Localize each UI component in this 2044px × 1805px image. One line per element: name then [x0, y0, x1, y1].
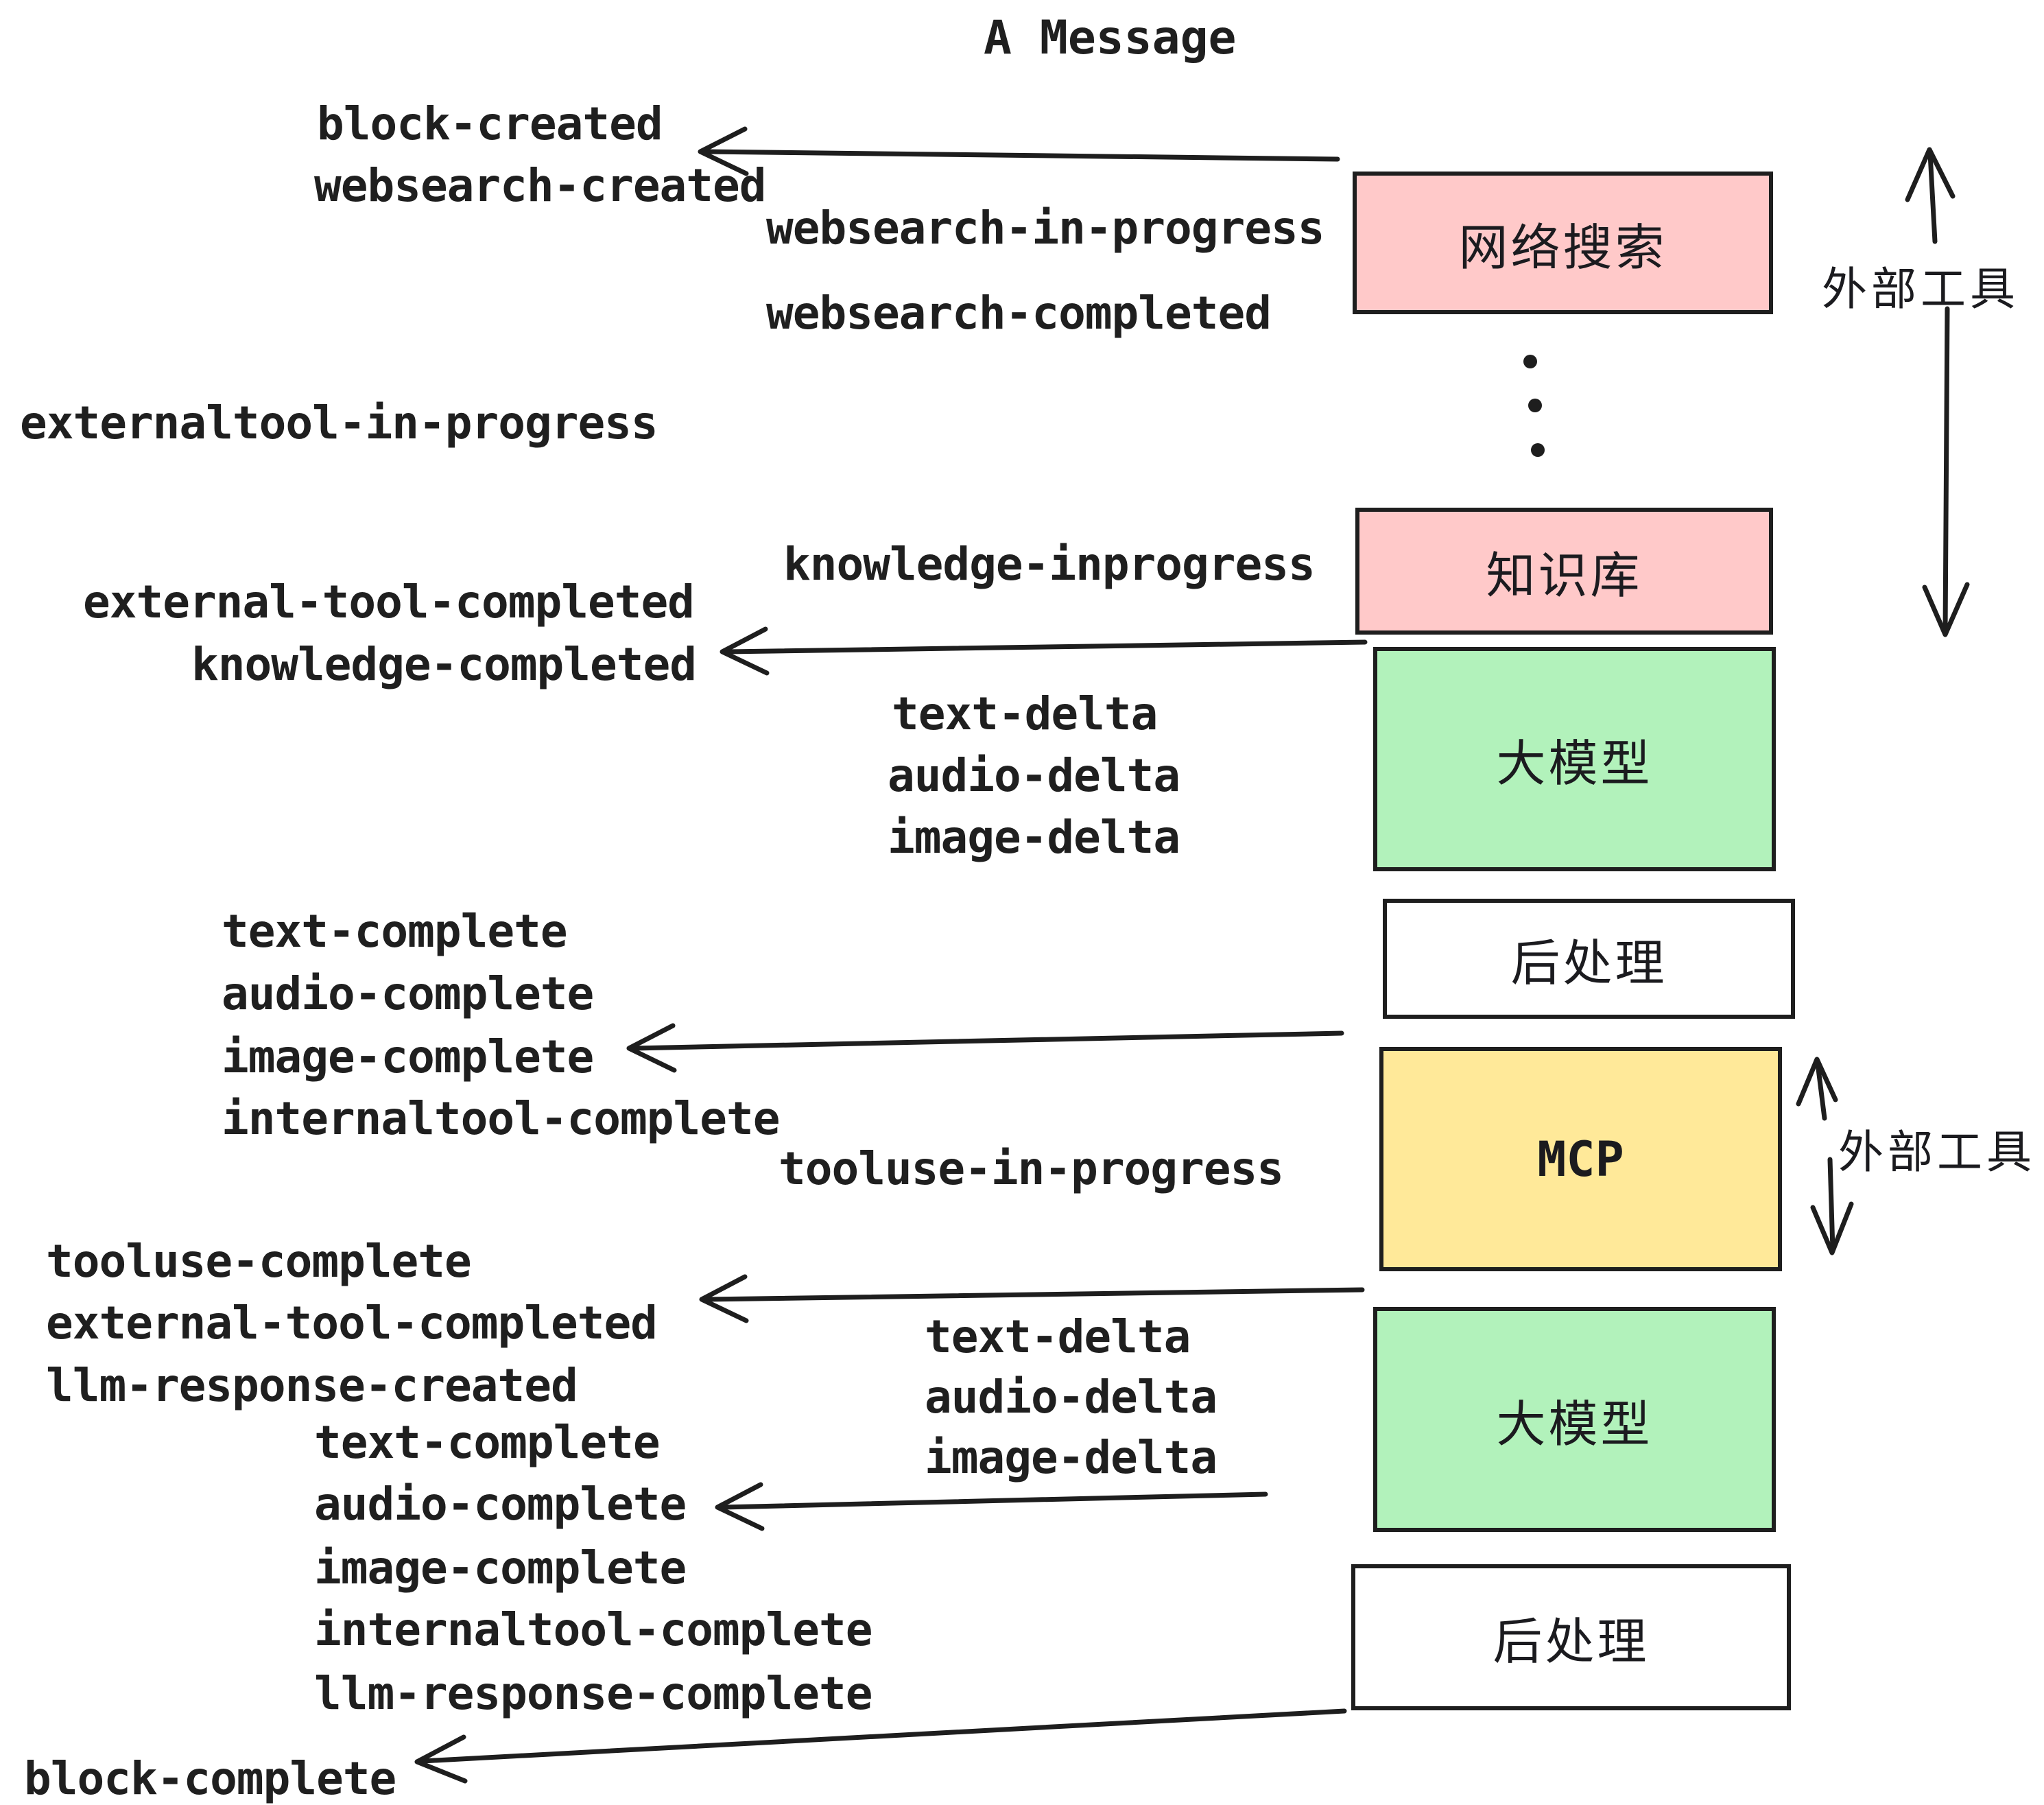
event-block-created: block-created	[317, 97, 663, 150]
box-llm-2: 大模型	[1373, 1307, 1776, 1532]
arrow-websearch-created	[698, 126, 1340, 176]
external-tools-down-arrow	[1922, 306, 1970, 637]
box-websearch-label: 网络搜索	[1458, 218, 1667, 276]
event-text-complete-1: text-complete	[222, 905, 568, 958]
box-knowledge: 知识库	[1355, 508, 1773, 635]
box-websearch: 网络搜索	[1353, 172, 1773, 314]
event-text-delta-2: text-delta	[925, 1310, 1191, 1363]
box-llm-2-label: 大模型	[1496, 1395, 1653, 1453]
box-mcp-label: MCP	[1537, 1131, 1624, 1188]
box-postprocess-1: 后处理	[1383, 899, 1795, 1019]
mcp-external-down-arrow	[1810, 1157, 1854, 1255]
event-tooluse-complete: tooluse-complete	[46, 1235, 472, 1288]
event-image-complete-1: image-complete	[222, 1030, 594, 1083]
box-postprocess-2: 后处理	[1351, 1564, 1791, 1710]
arrow-knowledge-completed	[720, 626, 1368, 676]
event-websearch-in-progress: websearch-in-progress	[766, 202, 1324, 255]
event-internaltool-complete-1: internaltool-complete	[222, 1092, 780, 1145]
arrow-block-complete	[414, 1708, 1347, 1784]
event-image-delta-1: image-delta	[888, 811, 1180, 864]
event-knowledge-inprogress: knowledge-inprogress	[783, 538, 1316, 591]
event-internaltool-complete-2: internaltool-complete	[314, 1603, 872, 1656]
box-knowledge-label: 知识库	[1486, 547, 1643, 604]
box-llm-1: 大模型	[1373, 647, 1776, 871]
event-knowledge-completed: knowledge-completed	[191, 638, 697, 691]
box-llm-1-label: 大模型	[1496, 735, 1653, 792]
event-block-complete: block-complete	[24, 1752, 396, 1805]
box-postprocess-1-label: 后处理	[1510, 934, 1667, 992]
event-websearch-completed: websearch-completed	[766, 287, 1272, 340]
arrow-tooluse-complete	[699, 1274, 1365, 1323]
event-text-complete-2: text-complete	[314, 1416, 661, 1469]
arrow-internal-complete	[626, 1023, 1344, 1073]
event-externaltool-in-progress: externaltool-in-progress	[20, 397, 658, 449]
event-tooluse-in-progress: tooluse-in-progress	[779, 1142, 1284, 1195]
mcp-external-up-arrow	[1796, 1057, 1838, 1121]
diagram-title: A Message	[984, 11, 1237, 65]
event-external-tool-completed-2: external-tool-completed	[46, 1297, 658, 1349]
event-external-tool-completed-1: external-tool-completed	[83, 576, 695, 628]
event-image-complete-2: image-complete	[314, 1542, 687, 1594]
event-audio-delta-1: audio-delta	[888, 749, 1180, 802]
event-text-delta-1: text-delta	[892, 687, 1158, 740]
ellipsis-dots	[1523, 355, 1545, 457]
external-tools-label-top: 外部工具	[1822, 263, 2019, 316]
external-tools-label-mcp: 外部工具	[1838, 1126, 2036, 1179]
event-websearch-created: websearch-created	[314, 159, 767, 212]
event-llm-response-created: llm-response-created	[46, 1359, 578, 1412]
event-image-delta-2: image-delta	[925, 1431, 1217, 1484]
box-mcp: MCP	[1379, 1047, 1782, 1271]
event-llm-response-complete: llm-response-complete	[314, 1667, 872, 1720]
box-postprocess-2-label: 后处理	[1493, 1613, 1650, 1671]
event-audio-complete-1: audio-complete	[222, 967, 594, 1020]
event-audio-complete-2: audio-complete	[314, 1478, 687, 1531]
external-tools-up-arrow	[1905, 147, 1956, 244]
arrow-audio-complete	[715, 1482, 1268, 1531]
event-audio-delta-2: audio-delta	[925, 1371, 1217, 1424]
